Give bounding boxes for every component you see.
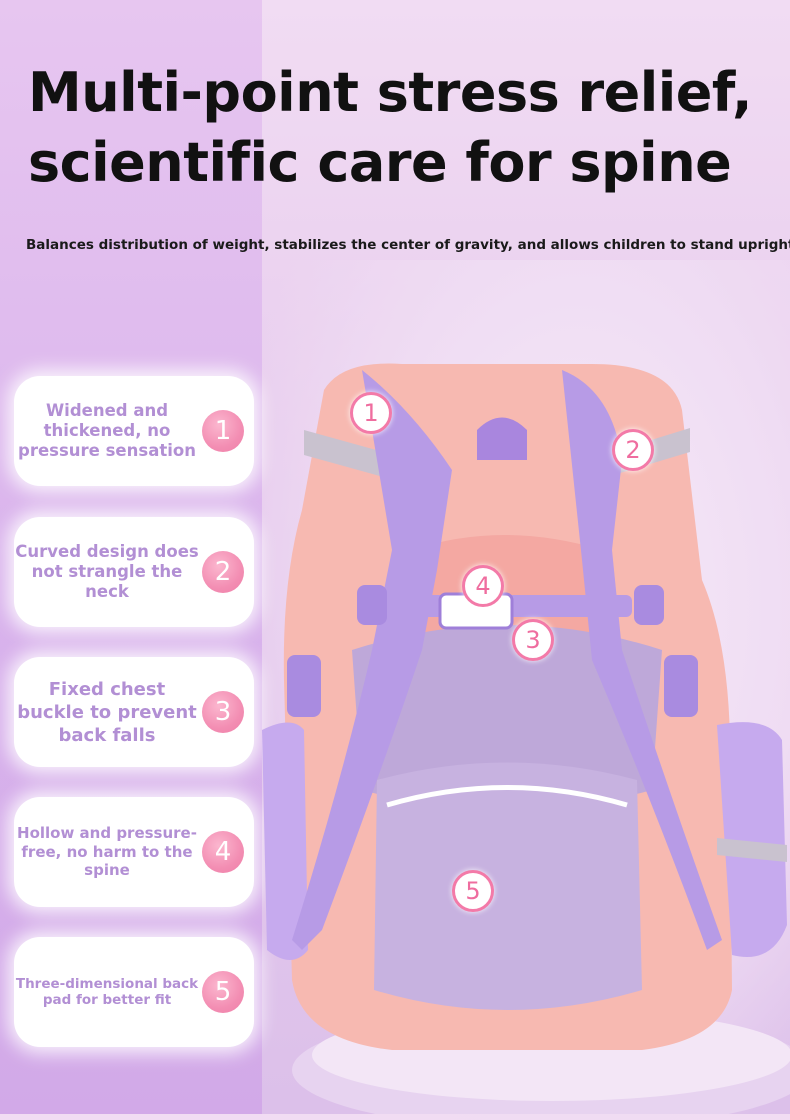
left-side-pocket: [262, 722, 308, 960]
top-handle: [477, 417, 527, 460]
feature-number-badge-2: 2: [202, 551, 244, 593]
pad-highlight-curve: [386, 785, 628, 808]
feature-number-badge-5: 5: [202, 971, 244, 1013]
left-lower-adjuster: [287, 655, 321, 717]
feature-number-badge-4: 4: [202, 831, 244, 873]
subheadline: Balances distribution of weight, stabili…: [26, 237, 790, 253]
product-marker-3: 3: [512, 619, 554, 661]
mesh-pad-upper: [352, 625, 662, 810]
feature-card-5: Three-dimensional back pad for better fi…: [14, 937, 254, 1047]
backpack-illustration: 1 2 3 4 5: [262, 350, 790, 1120]
left-shoulder-strap: [292, 370, 452, 950]
right-lower-adjuster: [664, 655, 698, 717]
left-strap-adjuster: [357, 585, 387, 625]
product-marker-2: 2: [612, 429, 654, 471]
mesh-pad-lower: [374, 762, 642, 1010]
feature-card-3: Fixed chest buckle to prevent back falls…: [14, 657, 254, 767]
feature-text-3: Fixed chest buckle to prevent back falls: [17, 678, 197, 746]
right-shoulder-strap: [562, 370, 722, 950]
backpack-drawing: [262, 363, 790, 1120]
feature-text-5: Three-dimensional back pad for better fi…: [15, 976, 199, 1008]
feature-card-1: Widened and thickened, no pressure sensa…: [14, 376, 254, 486]
feature-text-1: Widened and thickened, no pressure sensa…: [18, 401, 196, 460]
feature-number-badge-3: 3: [202, 691, 244, 733]
headline-line-2: scientific care for spine: [28, 131, 732, 194]
right-strap-adjuster: [634, 585, 664, 625]
right-side-pocket: [717, 722, 787, 957]
feature-text-4: Hollow and pressure-free, no harm to the…: [17, 824, 197, 880]
headline-line-1: Multi-point stress relief,: [28, 61, 753, 124]
product-marker-5: 5: [452, 870, 494, 912]
feature-number-badge-1: 1: [202, 410, 244, 452]
feature-card-2: Curved design does not strangle the neck…: [14, 517, 254, 627]
headline: Multi-point stress relief, scientific ca…: [28, 58, 753, 198]
feature-card-4: Hollow and pressure-free, no harm to the…: [14, 797, 254, 907]
feature-text-2: Curved design does not strangle the neck: [15, 542, 199, 601]
product-marker-4: 4: [462, 565, 504, 607]
product-marker-1: 1: [350, 392, 392, 434]
side-reflective-strip: [717, 838, 787, 862]
